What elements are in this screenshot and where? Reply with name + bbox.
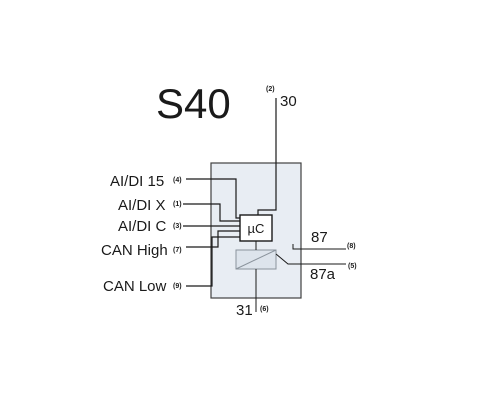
terminal-30-label: 30	[280, 93, 297, 110]
terminal-87a-label: 87a	[310, 266, 336, 283]
input-ai-di-x-pin: (1)	[173, 201, 182, 208]
input-can-high-label: CAN High	[101, 242, 168, 259]
relay-switch	[235, 249, 277, 270]
input-ai-di-x-label: AI/DI X	[118, 197, 166, 214]
input-can-high: CAN High (7)	[101, 230, 240, 259]
input-ai-di-c-pin: (3)	[173, 223, 182, 230]
diagram-title: S40	[156, 80, 231, 127]
input-can-low-pin: (9)	[173, 283, 182, 290]
terminal-30-pin: (2)	[266, 86, 275, 93]
input-ai-di-c: AI/DI C (3)	[118, 218, 240, 235]
input-can-low: CAN Low (9)	[103, 236, 240, 295]
wire-ai-di-15	[186, 178, 240, 219]
wire-can-high	[186, 230, 240, 248]
wire-30	[257, 98, 277, 215]
input-ai-di-15-pin: (4)	[173, 177, 182, 184]
terminal-87a-pin: (5)	[348, 263, 357, 270]
terminal-30: (2) 30	[257, 86, 297, 215]
microcontroller-label: µC	[248, 221, 265, 236]
input-can-high-pin: (7)	[173, 247, 182, 254]
terminal-87-label: 87	[311, 229, 328, 246]
terminal-87-pin: (8)	[347, 243, 356, 250]
wire-can-low	[186, 236, 240, 287]
terminal-87a: 87a (5)	[275, 253, 357, 283]
terminal-31-label: 31	[236, 302, 253, 319]
wire-ai-di-x	[183, 203, 240, 222]
terminal-87: 87 (8)	[292, 229, 356, 250]
input-ai-di-c-label: AI/DI C	[118, 218, 167, 235]
input-ai-di-15: AI/DI 15 (4)	[110, 173, 240, 219]
wire-87a	[275, 253, 346, 265]
terminal-31-pin: (6)	[260, 306, 269, 313]
input-ai-di-15-label: AI/DI 15	[110, 173, 164, 190]
terminal-31: 31 (6)	[236, 269, 269, 319]
input-ai-di-x: AI/DI X (1)	[118, 197, 240, 222]
wire-87	[292, 244, 346, 250]
input-can-low-label: CAN Low	[103, 278, 167, 295]
